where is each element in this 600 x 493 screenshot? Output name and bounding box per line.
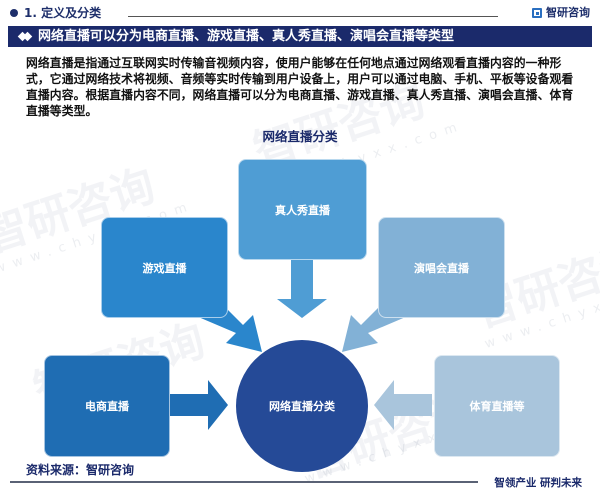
divider bbox=[128, 16, 498, 17]
node-label: 体育直播等 bbox=[469, 400, 525, 413]
arrow-right-icon bbox=[170, 380, 228, 430]
center-node: 网络直播分类 bbox=[236, 340, 368, 472]
diagram-title: 网络直播分类 bbox=[262, 129, 338, 144]
title-banner: 网络直播可以分为电商直播、游戏直播、真人秀直播、演唱会直播等类型 bbox=[8, 26, 592, 47]
node-concert-live: 演唱会直播 bbox=[378, 217, 505, 318]
node-label: 演唱会直播 bbox=[414, 261, 469, 275]
arrow-left-icon bbox=[374, 380, 432, 430]
node-reality-live: 真人秀直播 bbox=[238, 159, 367, 260]
node-label: 电商直播 bbox=[85, 400, 129, 413]
node-sports-live: 体育直播等 bbox=[434, 355, 560, 457]
source-note: 资料来源：智研咨询 bbox=[26, 463, 135, 477]
slogan: 智领产业 研判未来 bbox=[494, 477, 582, 489]
node-gaming-live: 游戏直播 bbox=[101, 217, 228, 318]
brand-logo-icon bbox=[532, 8, 542, 18]
banner-title: 网络直播可以分为电商直播、游戏直播、真人秀直播、演唱会直播等类型 bbox=[38, 29, 455, 44]
node-ecommerce-live: 电商直播 bbox=[44, 355, 170, 457]
brand: 智研咨询 bbox=[532, 5, 590, 21]
node-label: 游戏直播 bbox=[142, 261, 187, 275]
description-paragraph: 网络直播是指通过互联网实时传输音视频内容，使用户能够在任何地点通过网络观看直播内… bbox=[26, 56, 574, 118]
node-label: 真人秀直播 bbox=[275, 203, 330, 217]
center-label: 网络直播分类 bbox=[269, 400, 335, 413]
footer-divider bbox=[10, 481, 478, 483]
brand-name: 智研咨询 bbox=[546, 6, 590, 19]
arrow-down-icon bbox=[277, 258, 327, 318]
section-header: 1. 定义及分类 智研咨询 bbox=[10, 4, 590, 22]
bullet-icon bbox=[10, 9, 18, 17]
section-title: 1. 定义及分类 bbox=[24, 6, 102, 20]
